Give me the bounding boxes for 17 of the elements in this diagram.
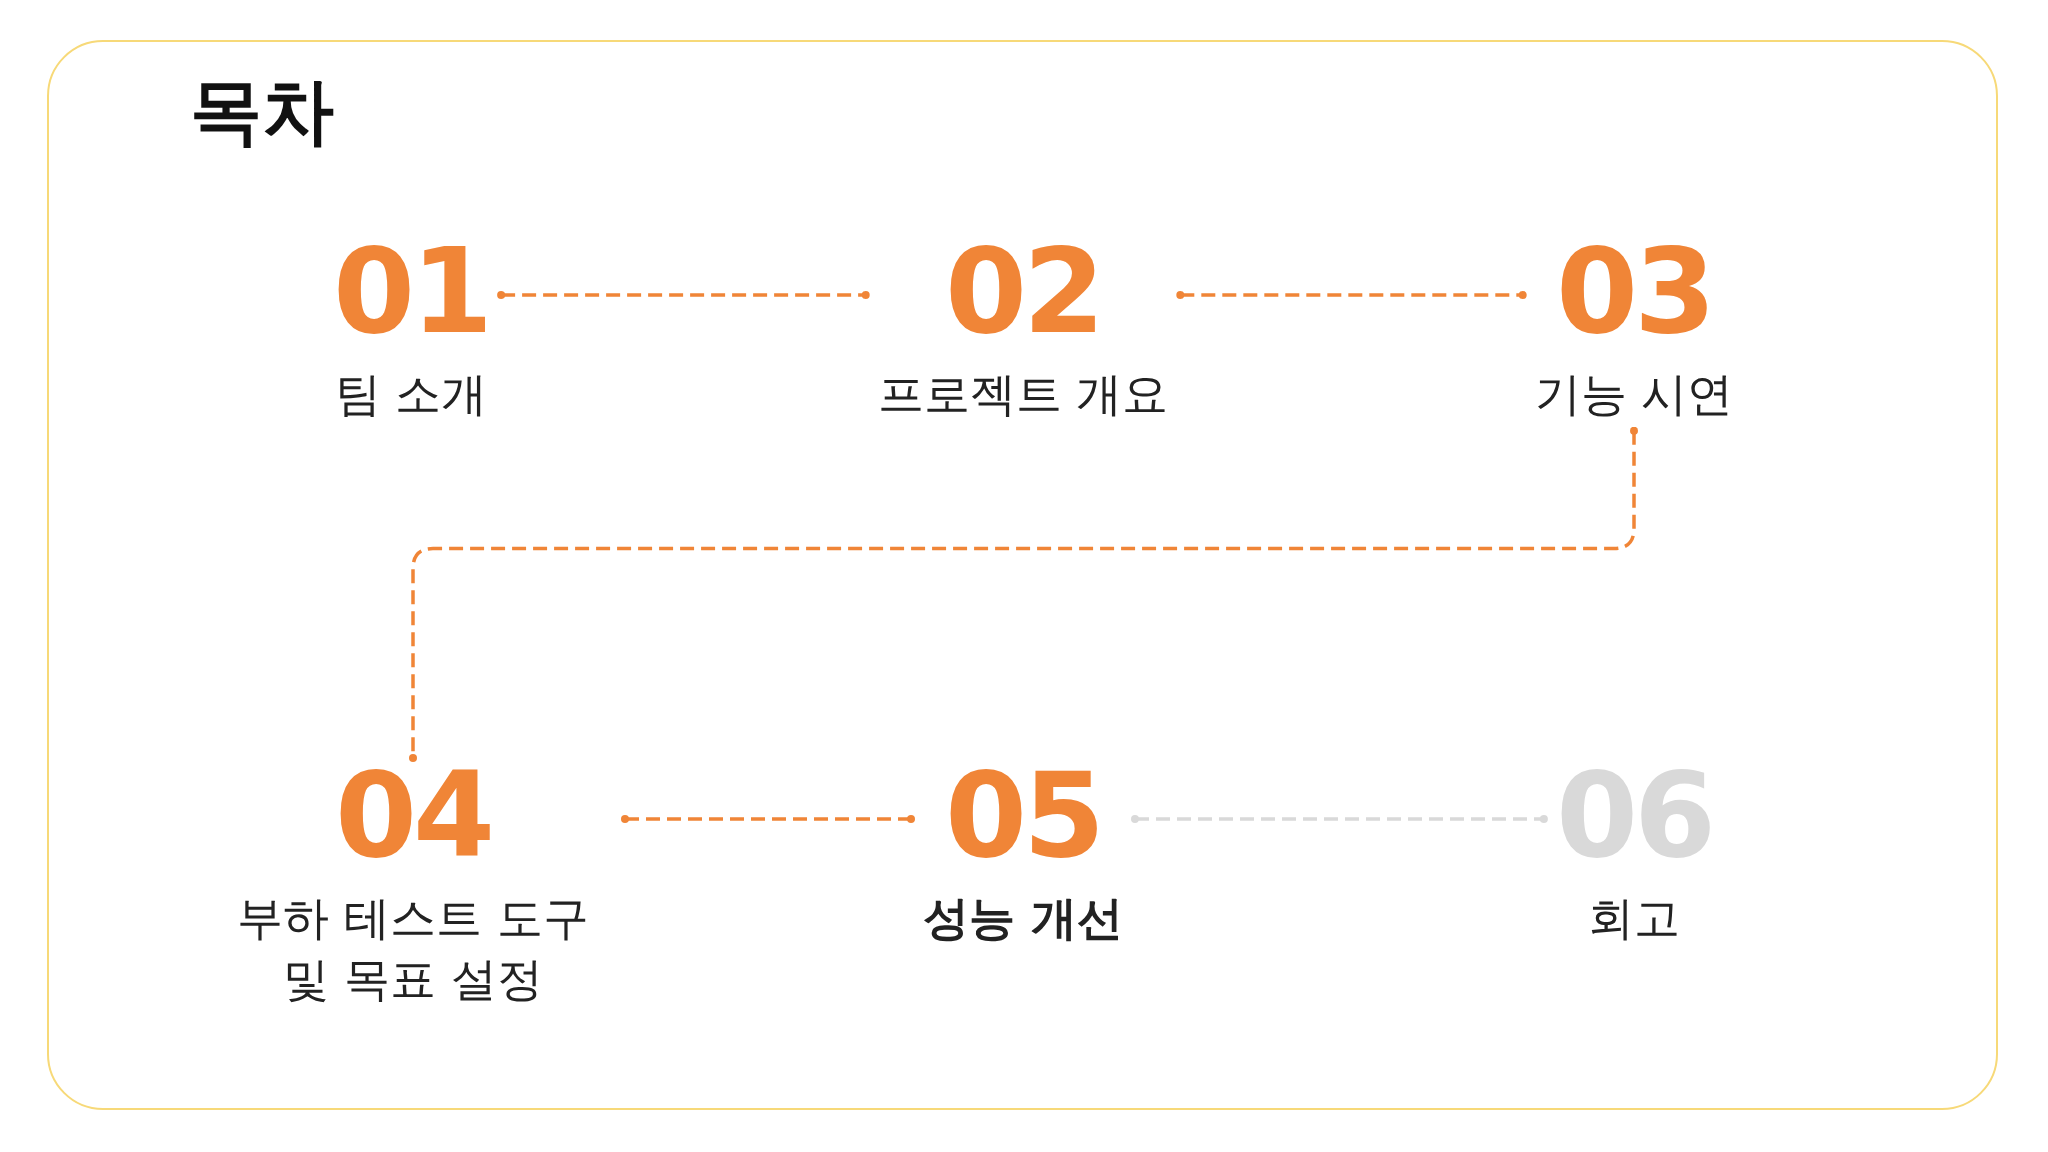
step-number: 04: [334, 756, 492, 874]
step-label: 회고: [1588, 890, 1680, 947]
step-label: 기능 시연: [1534, 366, 1734, 423]
connector-line: [621, 815, 915, 823]
step-label: 팀 소개: [334, 366, 488, 423]
step-number: 05: [944, 756, 1102, 874]
page-title: 목차: [190, 72, 334, 152]
step-number: 01: [332, 232, 490, 350]
connector-line: [1131, 815, 1548, 823]
connector-line: [1176, 291, 1527, 299]
step-label: 부하 테스트 도구 및 목표 설정: [236, 890, 590, 1008]
step-label: 성능 개선: [923, 890, 1123, 947]
step-number: 02: [944, 232, 1102, 350]
step-number: 03: [1555, 232, 1713, 350]
connector-line: [497, 291, 870, 299]
step-label: 프로젝트 개요: [877, 366, 1169, 423]
connector-line: [409, 426, 1638, 762]
